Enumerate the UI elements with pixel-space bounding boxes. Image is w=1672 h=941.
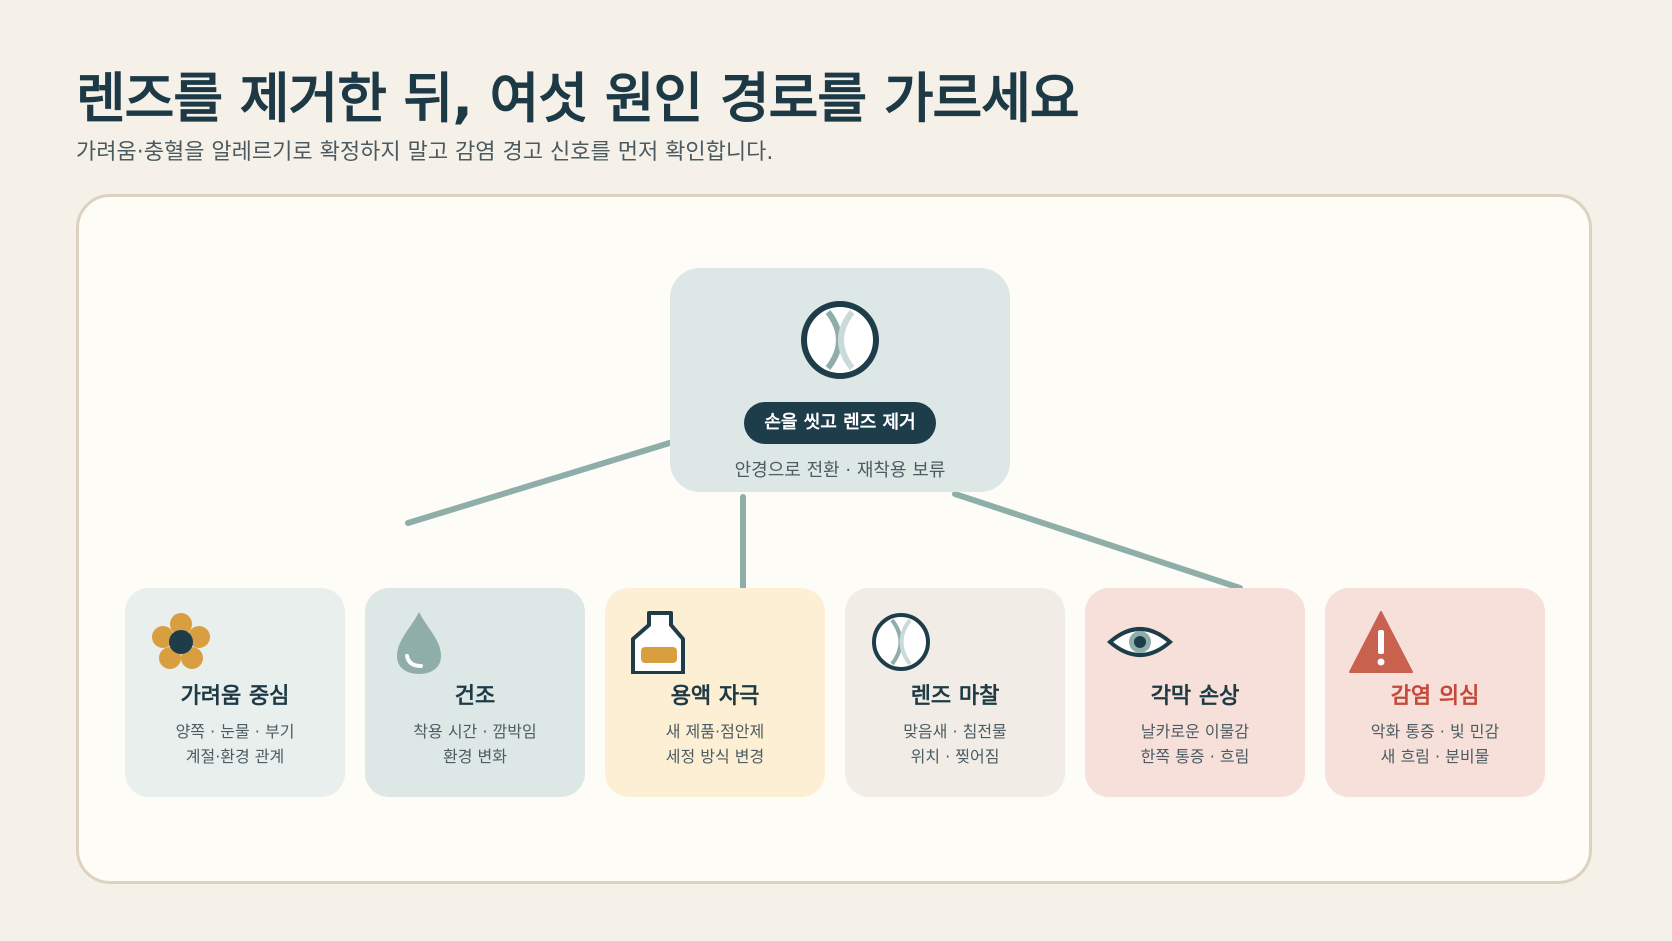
card-detail: 착용 시간 · 깜박임 (413, 722, 537, 741)
center-note: 안경으로 전환 · 재착용 보류 (734, 460, 946, 481)
cause-card-itching: 가려움 중심 양쪽 · 눈물 · 부기 계절·환경 관계 (125, 588, 345, 797)
warning-triangle-icon (1349, 611, 1413, 673)
card-detail: 새 흐림 · 분비물 (1380, 747, 1490, 766)
contact-lens-icon (801, 301, 879, 379)
contact-lens-icon (872, 613, 930, 671)
card-detail: 세정 방식 변경 (665, 747, 765, 766)
card-detail: 환경 변화 (443, 747, 507, 766)
card-title: 감염 의심 (1390, 684, 1480, 709)
card-title: 렌즈 마찰 (910, 684, 1000, 709)
center-node: 손을 씻고 렌즈 제거 안경으로 전환 · 재착용 보류 (670, 268, 1010, 492)
flower-icon (152, 613, 210, 669)
cause-card-corneal-damage: 각막 손상 날카로운 이물감 한쪽 통증 · 흐림 (1085, 588, 1305, 797)
card-title: 건조 (454, 684, 496, 709)
card-detail: 맞음새 · 침전물 (903, 722, 1007, 741)
card-title: 각막 손상 (1150, 684, 1240, 709)
card-detail: 한쪽 통증 · 흐림 (1140, 747, 1250, 766)
droplet-icon (397, 612, 441, 674)
cause-card-dryness: 건조 착용 시간 · 깜박임 환경 변화 (365, 588, 585, 797)
cause-card-infection-suspected: 감염 의심 악화 통증 · 빛 민감 새 흐림 · 분비물 (1325, 588, 1545, 797)
card-detail: 새 제품·점안제 (665, 722, 765, 741)
card-detail: 위치 · 찢어짐 (910, 747, 1000, 766)
eye-icon (1106, 627, 1174, 657)
card-detail: 계절·환경 관계 (185, 747, 285, 766)
cause-card-solution-irritation: 용액 자극 새 제품·점안제 세정 방식 변경 (605, 588, 825, 797)
card-detail: 악화 통증 · 빛 민감 (1370, 722, 1500, 741)
card-detail: 날카로운 이물감 (1140, 722, 1250, 741)
page-title: 렌즈를 제거한 뒤, 여섯 원인 경로를 가르세요 (76, 67, 1080, 130)
card-title: 용액 자극 (670, 684, 760, 709)
page-subtitle: 가려움·충혈을 알레르기로 확정하지 말고 감염 경고 신호를 먼저 확인합니다… (76, 140, 774, 165)
card-title: 가려움 중심 (180, 684, 290, 709)
cause-card-lens-friction: 렌즈 마찰 맞음새 · 침전물 위치 · 찢어짐 (845, 588, 1065, 797)
center-action-label: 손을 씻고 렌즈 제거 (744, 402, 936, 444)
card-detail: 양쪽 · 눈물 · 부기 (175, 722, 295, 741)
solution-bottle-icon (631, 611, 685, 674)
